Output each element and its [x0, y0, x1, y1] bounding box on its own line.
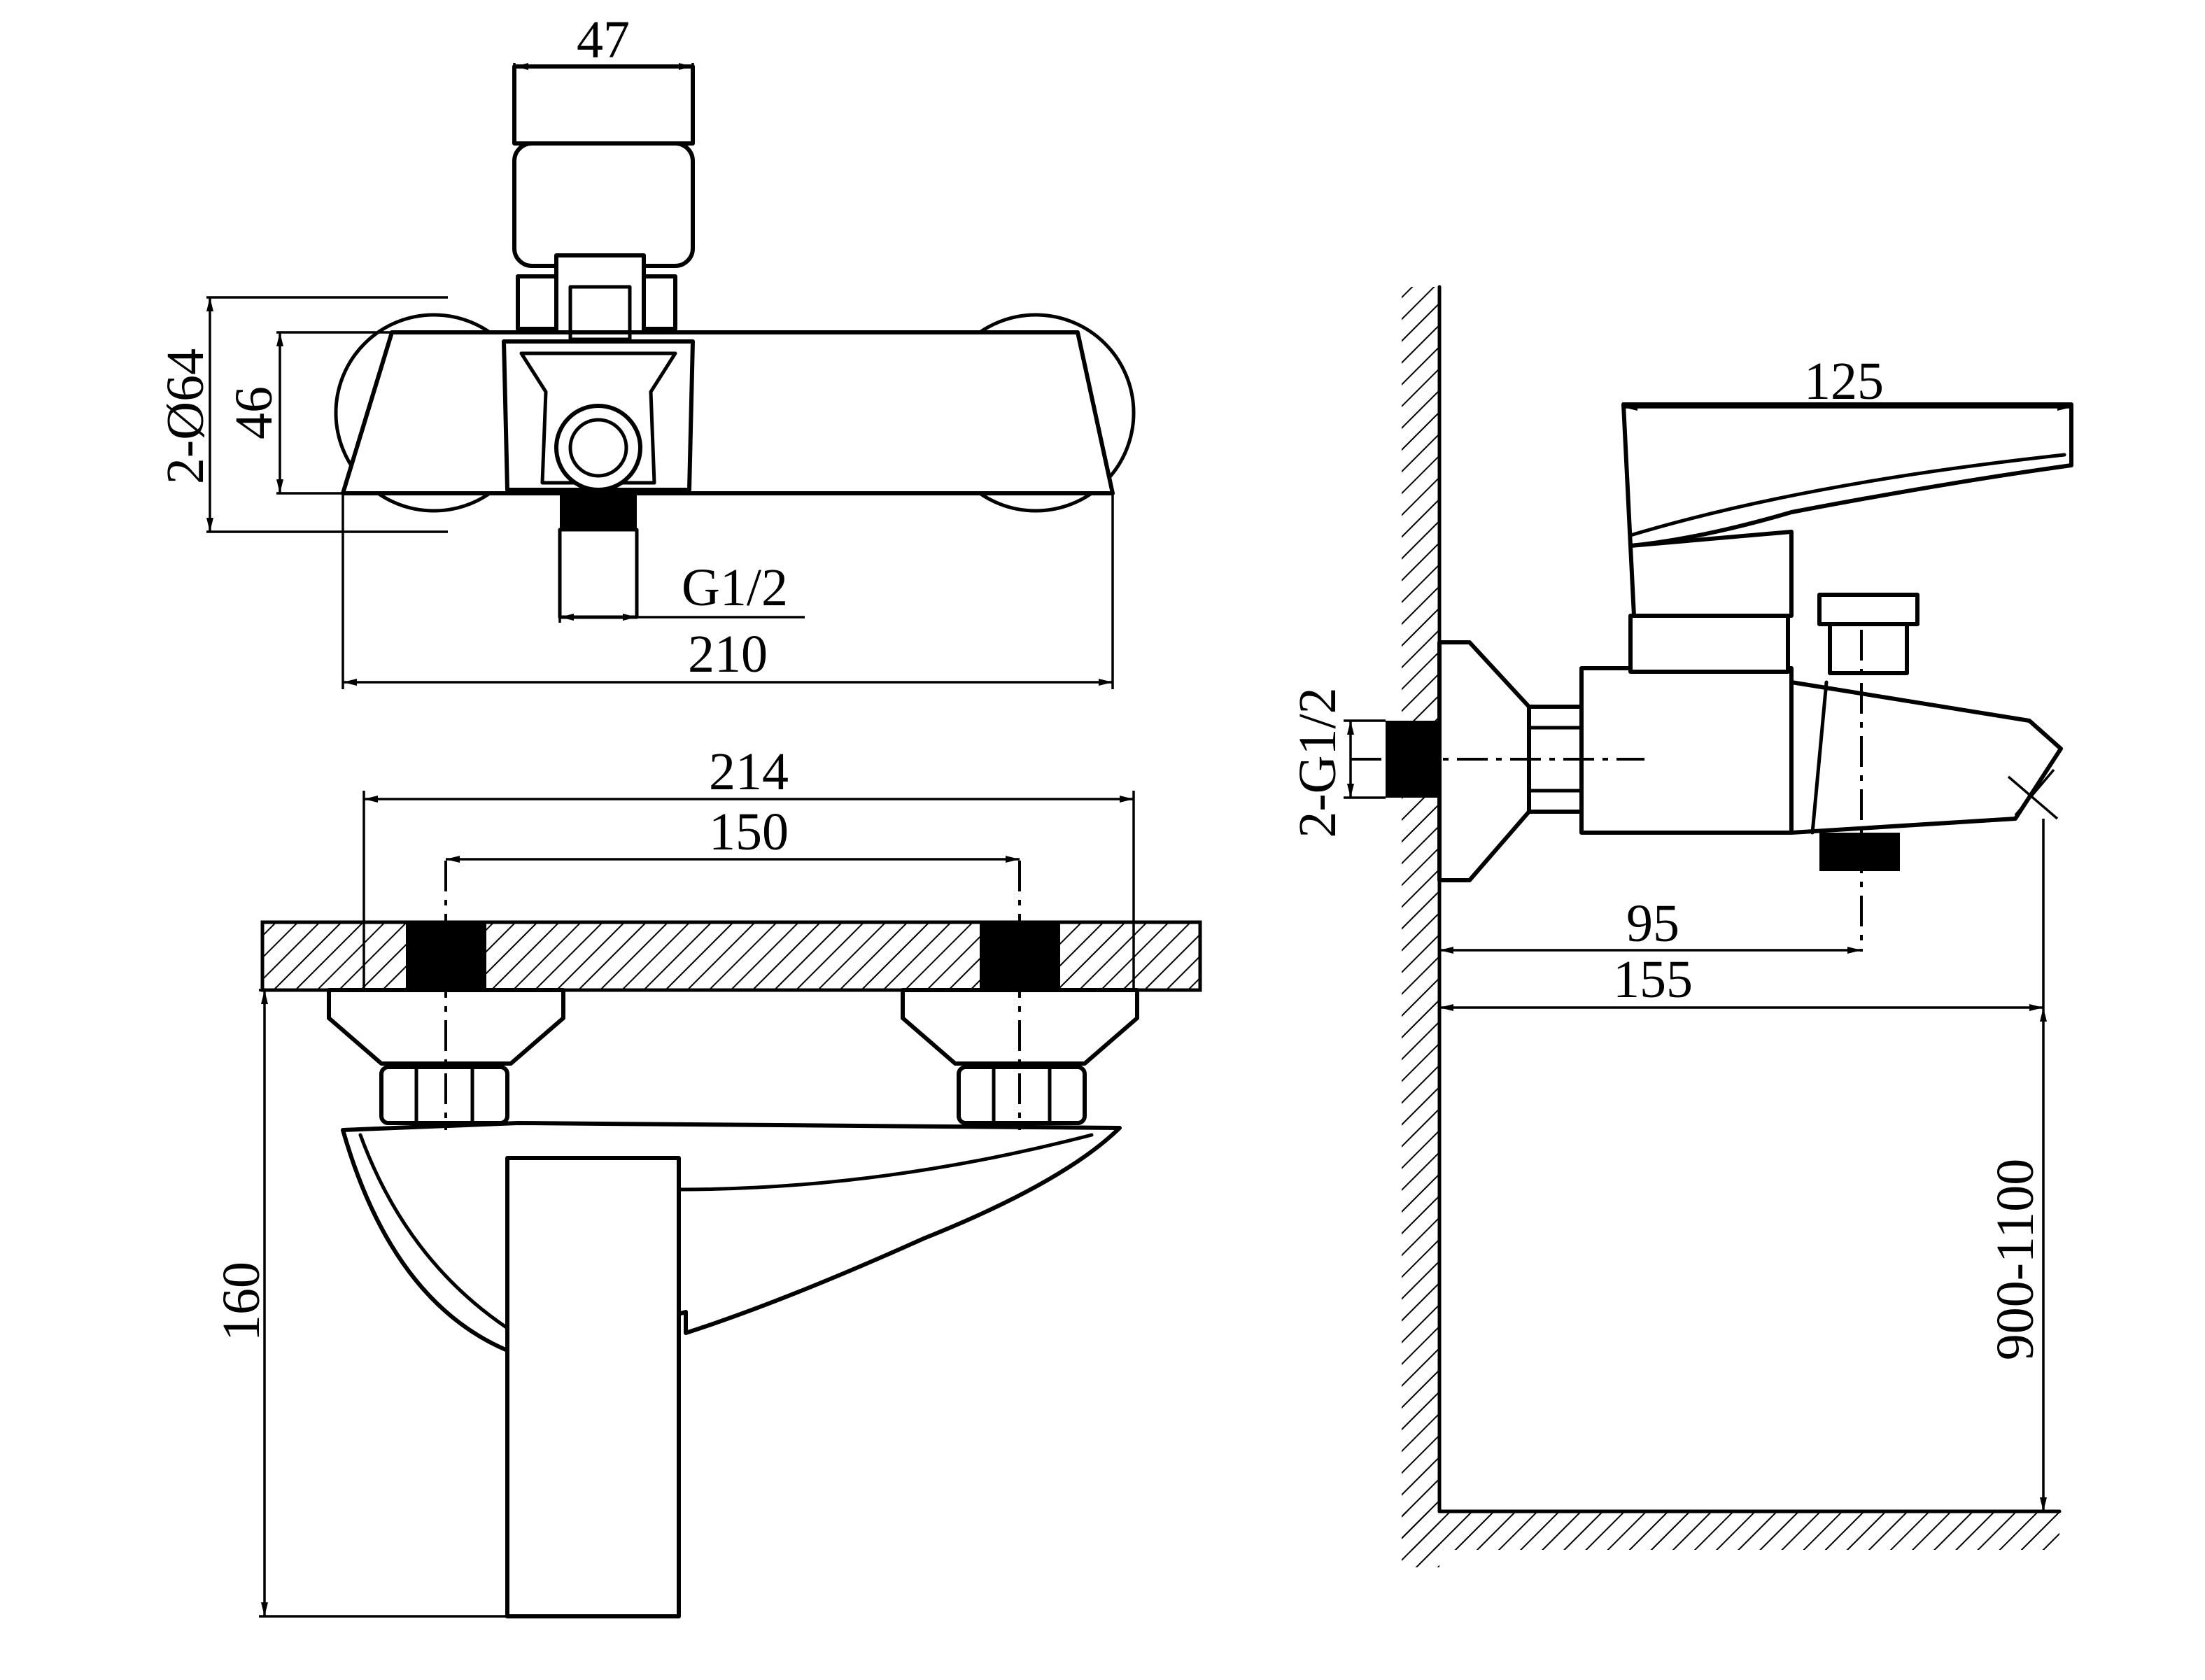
- diverter-facet: [519, 351, 677, 485]
- dim-inlet-thread: G1/2: [682, 558, 788, 617]
- handle-contour: [1628, 453, 2066, 537]
- side-wall: [1402, 287, 1439, 1567]
- wall-flange: [1437, 640, 1531, 882]
- dim-spout-reach: 155: [1613, 950, 1693, 1009]
- spout-contour: [677, 1133, 1094, 1192]
- dim-inlet-spacing: 150: [709, 803, 789, 861]
- top-view: 47 2-Ø64 46 G1/2 210: [156, 10, 1136, 689]
- diverter-pull-side: [1817, 593, 1919, 626]
- dim-handle-length: 125: [1804, 352, 1884, 411]
- handle-grip: [512, 64, 695, 146]
- outlet-solid: [1819, 833, 1900, 871]
- spout-tip-centerline: [2007, 775, 2059, 820]
- spout-side: [1789, 680, 2063, 835]
- front-view: 214 150 160: [212, 742, 1202, 1618]
- faucet-body-top: [341, 330, 1115, 495]
- mixer-body-side: [1579, 666, 1794, 835]
- diverter-knob-inner: [568, 418, 628, 478]
- handle-lever-front: [505, 1156, 681, 1618]
- handle-cap: [512, 141, 695, 268]
- dim-wall-width: 214: [709, 742, 789, 801]
- outlet-thread: [560, 493, 637, 530]
- dim-flange-diameter: 2-Ø64: [156, 348, 215, 484]
- handle-neck-side: [1628, 530, 1794, 618]
- dim-handle-width: 47: [577, 10, 630, 69]
- dim-outlet-offset: 95: [1626, 894, 1679, 953]
- handle-lever-side: [1621, 402, 2073, 548]
- dim-overall-width: 210: [688, 625, 768, 684]
- dim-body-height: 46: [225, 386, 283, 439]
- cartridge-housing: [1628, 614, 1790, 674]
- diverter-stem-side: [1828, 622, 1909, 675]
- outlet-pipe: [558, 528, 639, 619]
- dim-install-height: 900-1100: [1986, 1159, 2045, 1361]
- dim-side-inlet-thread: 2-G1/2: [1288, 687, 1347, 838]
- side-view: 125 2-G1/2 95 155 900-1100: [1288, 285, 2073, 1567]
- floor: [1402, 1511, 2059, 1550]
- body-contour: [358, 1133, 509, 1330]
- dim-height: 160: [212, 1262, 271, 1341]
- right-nut: [957, 1065, 1087, 1125]
